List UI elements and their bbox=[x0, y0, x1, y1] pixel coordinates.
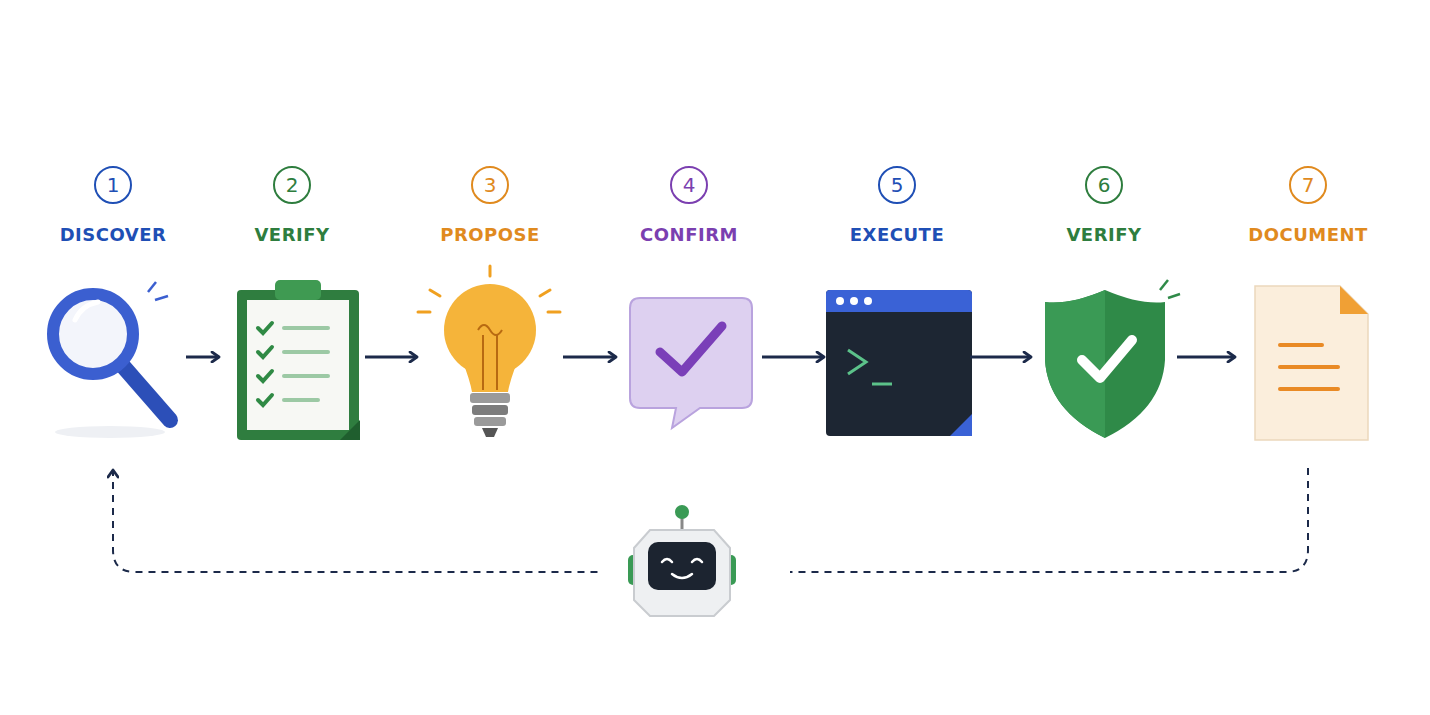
lightbulb-icon bbox=[418, 266, 560, 437]
shield-icon bbox=[1045, 280, 1180, 438]
flow-arrow bbox=[186, 356, 219, 359]
step-label: VERIFY bbox=[1014, 224, 1194, 245]
flow-arrow bbox=[762, 356, 824, 359]
step-number: 4 bbox=[670, 166, 708, 204]
step-label: VERIFY bbox=[202, 224, 382, 245]
process-step: 7DOCUMENT bbox=[1238, 166, 1378, 468]
step-number: 6 bbox=[1085, 166, 1123, 204]
step-label: EXECUTE bbox=[807, 224, 987, 245]
process-step: 6VERIFY bbox=[1034, 166, 1174, 468]
flow-arrow bbox=[970, 356, 1031, 359]
step-number: 7 bbox=[1289, 166, 1327, 204]
clipboard-icon bbox=[237, 280, 360, 440]
step-label: CONFIRM bbox=[599, 224, 779, 245]
process-step: 5EXECUTE bbox=[827, 166, 967, 468]
step-number: 3 bbox=[471, 166, 509, 204]
step-number: 5 bbox=[878, 166, 916, 204]
process-step: 1DISCOVER bbox=[43, 166, 183, 468]
step-number: 2 bbox=[273, 166, 311, 204]
document-icon bbox=[1255, 286, 1368, 440]
flow-arrow bbox=[365, 356, 417, 359]
step-label: DISCOVER bbox=[23, 224, 203, 245]
process-step: 4CONFIRM bbox=[619, 166, 759, 468]
process-step: 2VERIFY bbox=[222, 166, 362, 468]
flow-arrow bbox=[1177, 356, 1235, 359]
flow-arrow bbox=[563, 356, 616, 359]
step-label: PROPOSE bbox=[400, 224, 580, 245]
speech-bubble-icon bbox=[630, 298, 752, 428]
terminal-icon bbox=[826, 290, 972, 436]
step-number: 1 bbox=[94, 166, 132, 204]
step-label: DOCUMENT bbox=[1218, 224, 1398, 245]
magnifier-icon bbox=[53, 282, 170, 438]
process-step: 3PROPOSE bbox=[420, 166, 560, 468]
